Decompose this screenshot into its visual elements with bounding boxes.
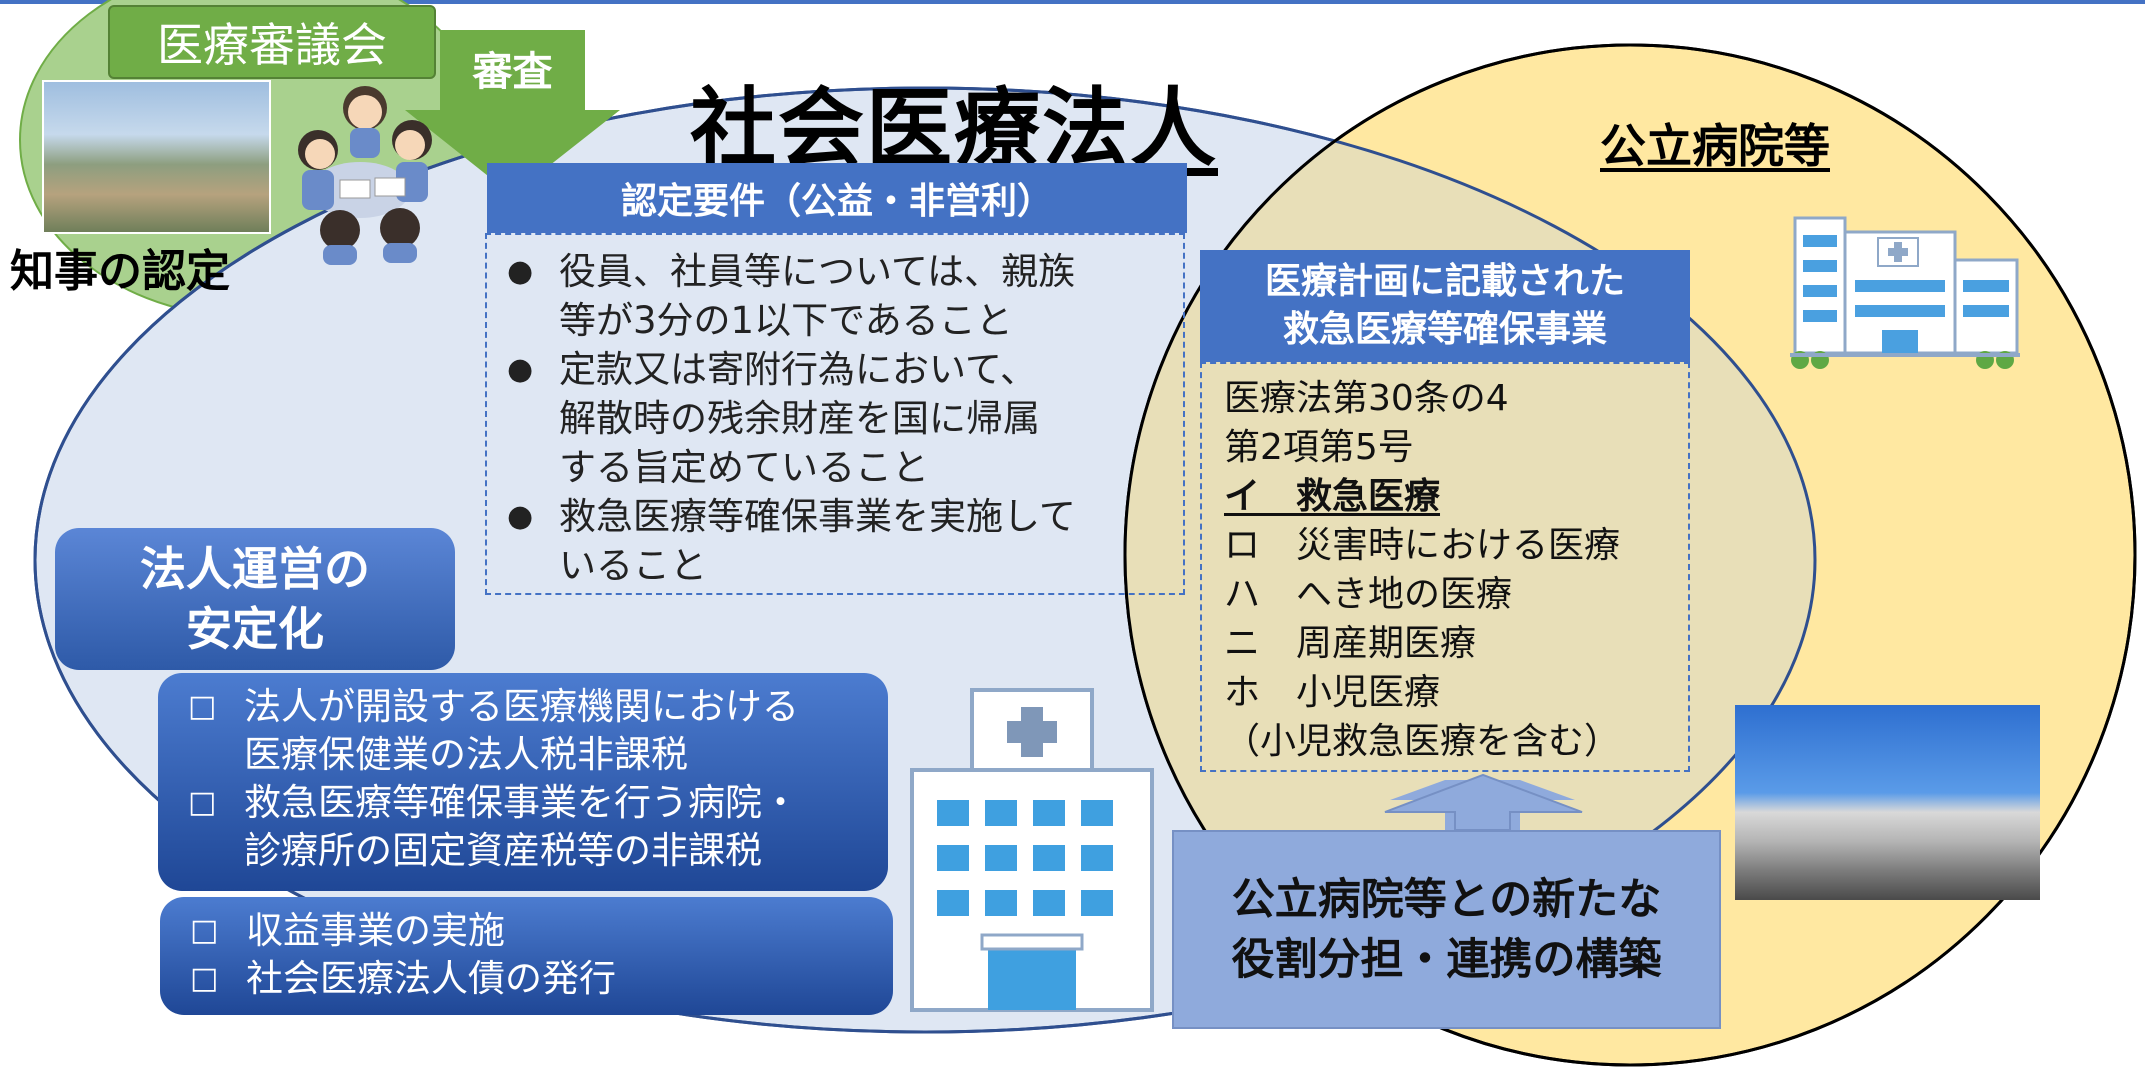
plan-line: ニ 周産期医療 (1224, 623, 1477, 664)
public-hospital-photo (1735, 705, 2040, 900)
emergency-plan-box: 医療法第30条の4 第2項第5号 イ 救急医療 ロ 災害時における医療 ハ へき… (1200, 362, 1690, 772)
benefit-text: 社会医療法人債の発行 (246, 957, 616, 1000)
benefit-text: 法人が開設する医療機関における 医療保健業の法人税非課税 (244, 685, 799, 776)
governor-building-photo (42, 80, 271, 234)
plan-line: 医療法第30条の4 (1224, 378, 1509, 419)
benefit-text: 救急医療等確保事業を行う病院・ 診療所の固定資産税等の非課税 (244, 781, 799, 872)
requirement-item: ● 役員、社員等については、親族 等が3分の1以下であること (507, 247, 1183, 345)
meeting-people-icon (298, 86, 432, 265)
bullet-icon: ● (507, 352, 534, 387)
top-border-line (0, 0, 2145, 4)
new-role-box: 公立病院等との新たな 役割分担・連携の構築 (1172, 830, 1721, 1029)
review-label: 審査 (472, 49, 553, 95)
checkbox-icon: □ (190, 961, 219, 996)
plan-line-emphasis: イ 救急医療 (1224, 476, 1441, 517)
tax-benefit-panel: □ 法人が開設する医療機関における 医療保健業の法人税非課税 □ 救急医療等確保… (158, 673, 888, 891)
benefit-item: □ 救急医療等確保事業を行う病院・ 診療所の固定資産税等の非課税 (188, 779, 888, 875)
requirements-header: 認定要件（公益・非営利） (487, 163, 1187, 233)
plan-line: ホ 小児医療 (1224, 672, 1441, 713)
requirement-text: 定款又は寄附行為において、 解散時の残余財産を国に帰属 する旨定めていること (559, 348, 1040, 489)
requirements-box: ● 役員、社員等については、親族 等が3分の1以下であること ● 定款又は寄附行… (485, 233, 1185, 595)
checkbox-icon: □ (188, 689, 217, 724)
emergency-plan-header: 医療計画に記載された 救急医療等確保事業 (1200, 250, 1690, 362)
requirement-item: ● 定款又は寄附行為において、 解散時の残余財産を国に帰属 する旨定めていること (507, 345, 1183, 492)
plan-line: ロ 災害時における医療 (1224, 525, 1621, 566)
governor-approval-label: 知事の認定 (10, 246, 230, 297)
hospital-illustration-icon (910, 688, 1154, 1012)
public-hospital-icon (1790, 216, 2020, 369)
business-benefit-panel: □ 収益事業の実施 □ 社会医療法人債の発行 (160, 897, 893, 1015)
bullet-icon: ● (507, 254, 534, 289)
requirement-text: 救急医療等確保事業を実施して いること (559, 495, 1076, 587)
benefit-text: 収益事業の実施 (246, 909, 505, 952)
plan-line: ハ へき地の医療 (1224, 574, 1513, 615)
checkbox-icon: □ (188, 785, 217, 820)
benefit-item: □ 社会医療法人債の発行 (190, 955, 893, 1003)
requirement-item: ● 救急医療等確保事業を実施して いること (507, 492, 1183, 590)
stabilization-title: 法人運営の 安定化 (55, 528, 455, 670)
public-hospital-title: 公立病院等 (1600, 119, 1830, 173)
plan-line: （小児救急医療を含む） (1224, 721, 1621, 762)
requirement-text: 役員、社員等については、親族 等が3分の1以下であること (559, 250, 1076, 342)
page-title: 社会医療法人 (690, 79, 1218, 179)
bullet-icon: ● (507, 499, 534, 534)
benefit-item: □ 収益事業の実施 (190, 907, 893, 955)
benefit-item: □ 法人が開設する医療機関における 医療保健業の法人税非課税 (188, 683, 888, 779)
plan-line: 第2項第5号 (1224, 427, 1414, 468)
review-arrow (405, 30, 620, 195)
medical-council-label: 医療審議会 (108, 5, 436, 79)
checkbox-icon: □ (190, 913, 219, 948)
